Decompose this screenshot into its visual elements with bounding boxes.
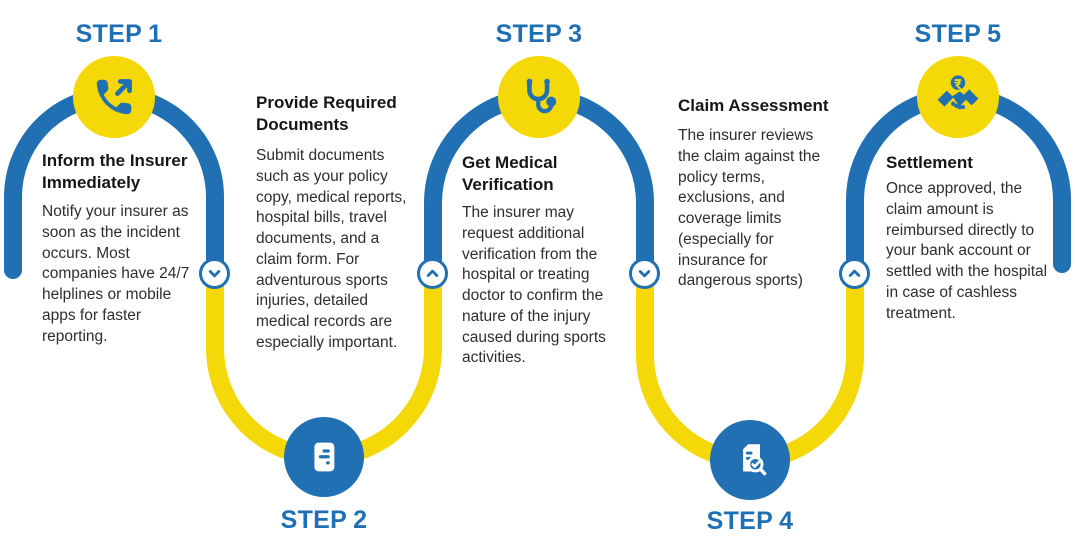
step-1-title: Inform the Insurer Immediately [42,151,188,192]
step-3-icon-circle [498,56,580,138]
chevron-down-icon [208,270,221,278]
connector-1 [199,258,230,289]
step-2-number: 2 [353,506,368,534]
connector-2 [417,258,448,289]
step-2-description: Submit documents such as your policy cop… [256,147,407,351]
chevron-up-icon [426,269,439,277]
step-1-number: 1 [148,20,163,48]
chevron-up-icon [848,269,861,277]
step-4-icon-circle [710,420,790,500]
document-search-icon [743,444,767,476]
step-3-description: The insurer may request additional verif… [462,204,606,367]
step-1-icon-circle [73,56,155,138]
step-4-title: Claim Assessment [678,96,829,115]
phone-outgoing-icon [96,79,132,115]
step-2-icon-circle [284,417,364,497]
step-1-description: Notify your insurer as soon as the incid… [42,203,190,345]
step-5-number: 5 [987,20,1002,48]
step-2-title: Provide Required Documents [256,93,397,134]
step-4-number: 4 [779,507,794,535]
connector-4 [839,258,870,289]
step-5-description: Once approved, the claim amount is reimb… [886,180,1048,322]
step-3-number: 3 [568,20,583,48]
connector-3 [629,258,660,289]
stethoscope-icon [526,78,557,114]
step-5-title: Settlement [886,153,973,172]
step-5-icon-circle [917,56,999,138]
handshake-rupee-icon [937,75,979,110]
document-icon [314,442,335,472]
chevron-down-icon [638,270,651,278]
step-3-title: Get Medical Verification [462,153,558,194]
step-4-description: The insurer reviews the claim against th… [678,127,821,290]
